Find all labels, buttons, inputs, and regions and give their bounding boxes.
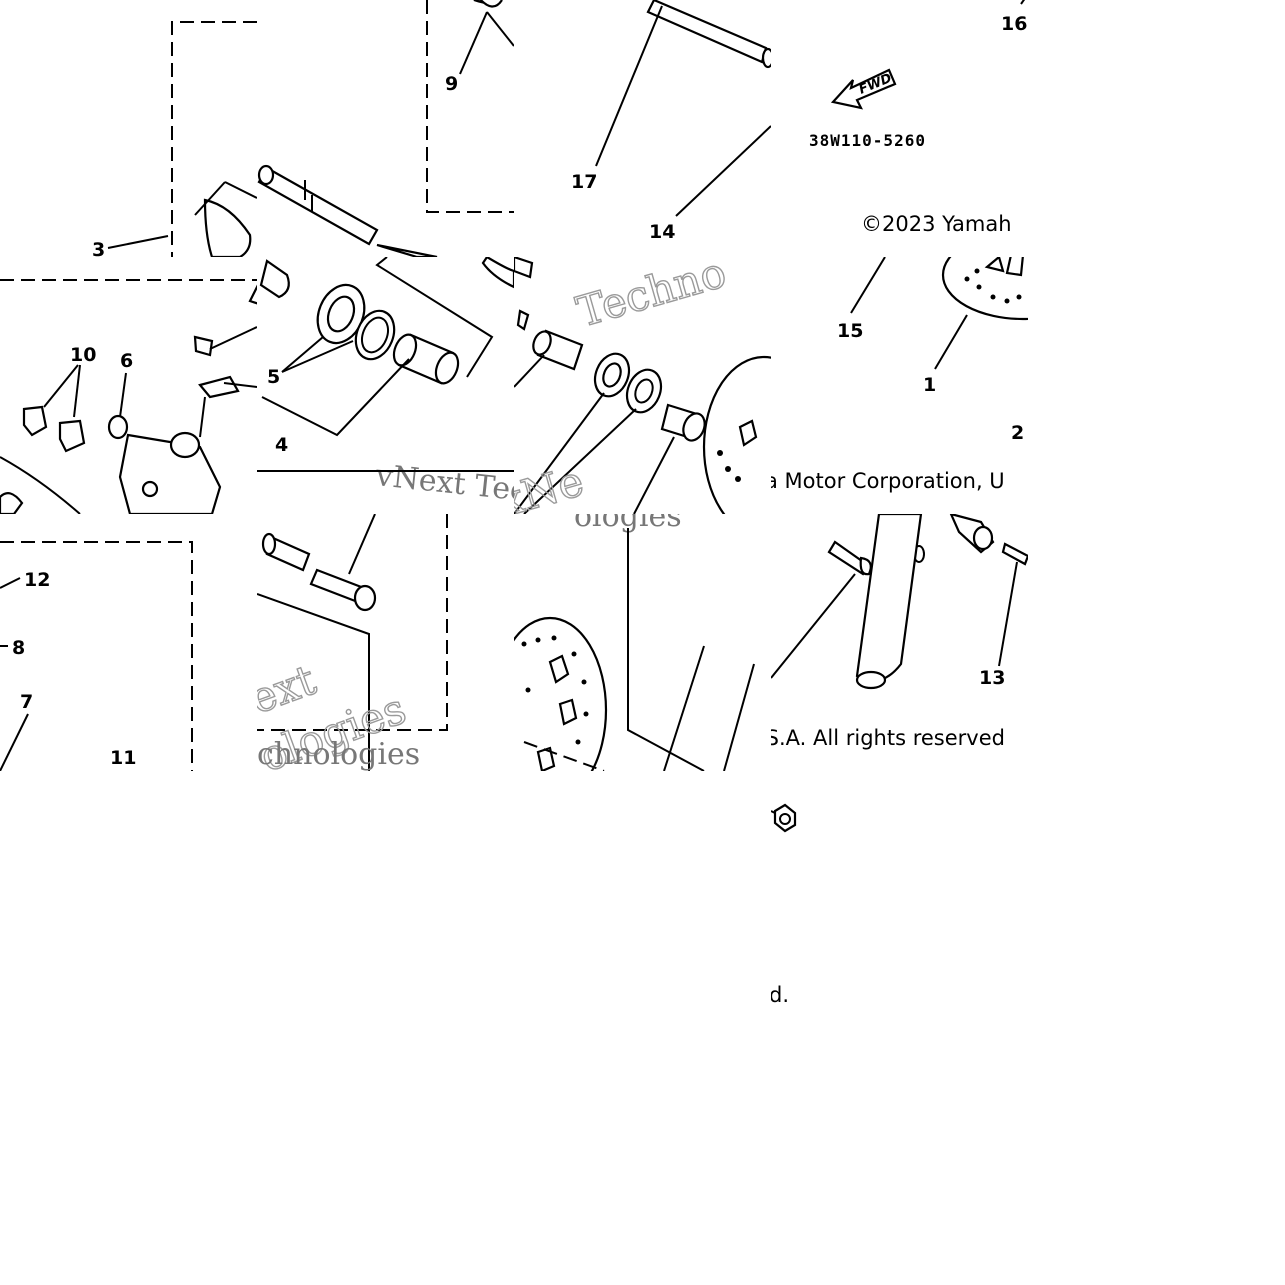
callout-13: 13 xyxy=(979,667,1005,689)
watermark-text-0: Techno xyxy=(571,257,731,337)
watermark-text-6: ologies xyxy=(574,514,682,534)
callout-6: 6 xyxy=(120,350,133,372)
callout-17: 17 xyxy=(571,171,597,193)
tile-caliper-bracket-top: 3 xyxy=(0,0,257,257)
tile-bearings-left: 5 4 vNext Tec xyxy=(257,257,514,514)
callout-8: 8 xyxy=(12,637,25,659)
copyright-line-1: ©2023 Yamah xyxy=(861,212,1012,236)
callout-11: 11 xyxy=(110,747,136,769)
tile-rotor: 15 1 2 a Motor Corporation, U xyxy=(771,257,1028,514)
callout-16: 16 xyxy=(1001,13,1027,35)
callout-14: 14 xyxy=(649,221,675,243)
tile-nut: d. xyxy=(771,771,1028,1028)
tile-fork-leg: 13 .S.A. All rights reserved xyxy=(771,514,1028,771)
callout-7: 7 xyxy=(20,691,33,713)
fwd-label: FWD xyxy=(857,71,894,98)
callout-9: 9 xyxy=(445,73,458,95)
watermark-text-5: chnologies xyxy=(257,737,420,771)
callout-15: 15 xyxy=(837,320,863,342)
fwd-arrow-icon: FWD xyxy=(830,68,897,110)
part-code: 38W110-5260 xyxy=(809,131,926,150)
tile-fwd-marker: 16 FWD 38W110-5260 ©2023 Yamah xyxy=(771,0,1028,257)
tile-lower-left: 12 8 7 11 xyxy=(0,514,257,771)
copyright-line-3: .S.A. All rights reserved xyxy=(771,726,1005,750)
tile-axle-shaft: 17 14 xyxy=(514,0,771,257)
watermark-text-2: xNe xyxy=(514,456,589,514)
copyright-line-2: a Motor Corporation, U xyxy=(771,469,1005,493)
tile-lower-bolt: ext ologies chnologies xyxy=(257,514,514,771)
watermark-text-1: vNext Tec xyxy=(373,458,514,509)
tile-bearings-right: Techno xNe xyxy=(514,257,771,514)
tile-axle-top: 9 xyxy=(257,0,514,257)
tile-caliper: 10 6 xyxy=(0,257,257,514)
callout-3: 3 xyxy=(92,239,105,257)
callout-2: 2 xyxy=(1011,422,1024,444)
callout-10: 10 xyxy=(70,344,96,366)
callout-5: 5 xyxy=(267,366,280,388)
copyright-line-4: d. xyxy=(771,983,789,1007)
tile-lower-rotor: ologies xyxy=(514,514,771,771)
callout-1: 1 xyxy=(923,374,936,396)
callout-12: 12 xyxy=(24,569,50,591)
callout-4: 4 xyxy=(275,434,288,456)
